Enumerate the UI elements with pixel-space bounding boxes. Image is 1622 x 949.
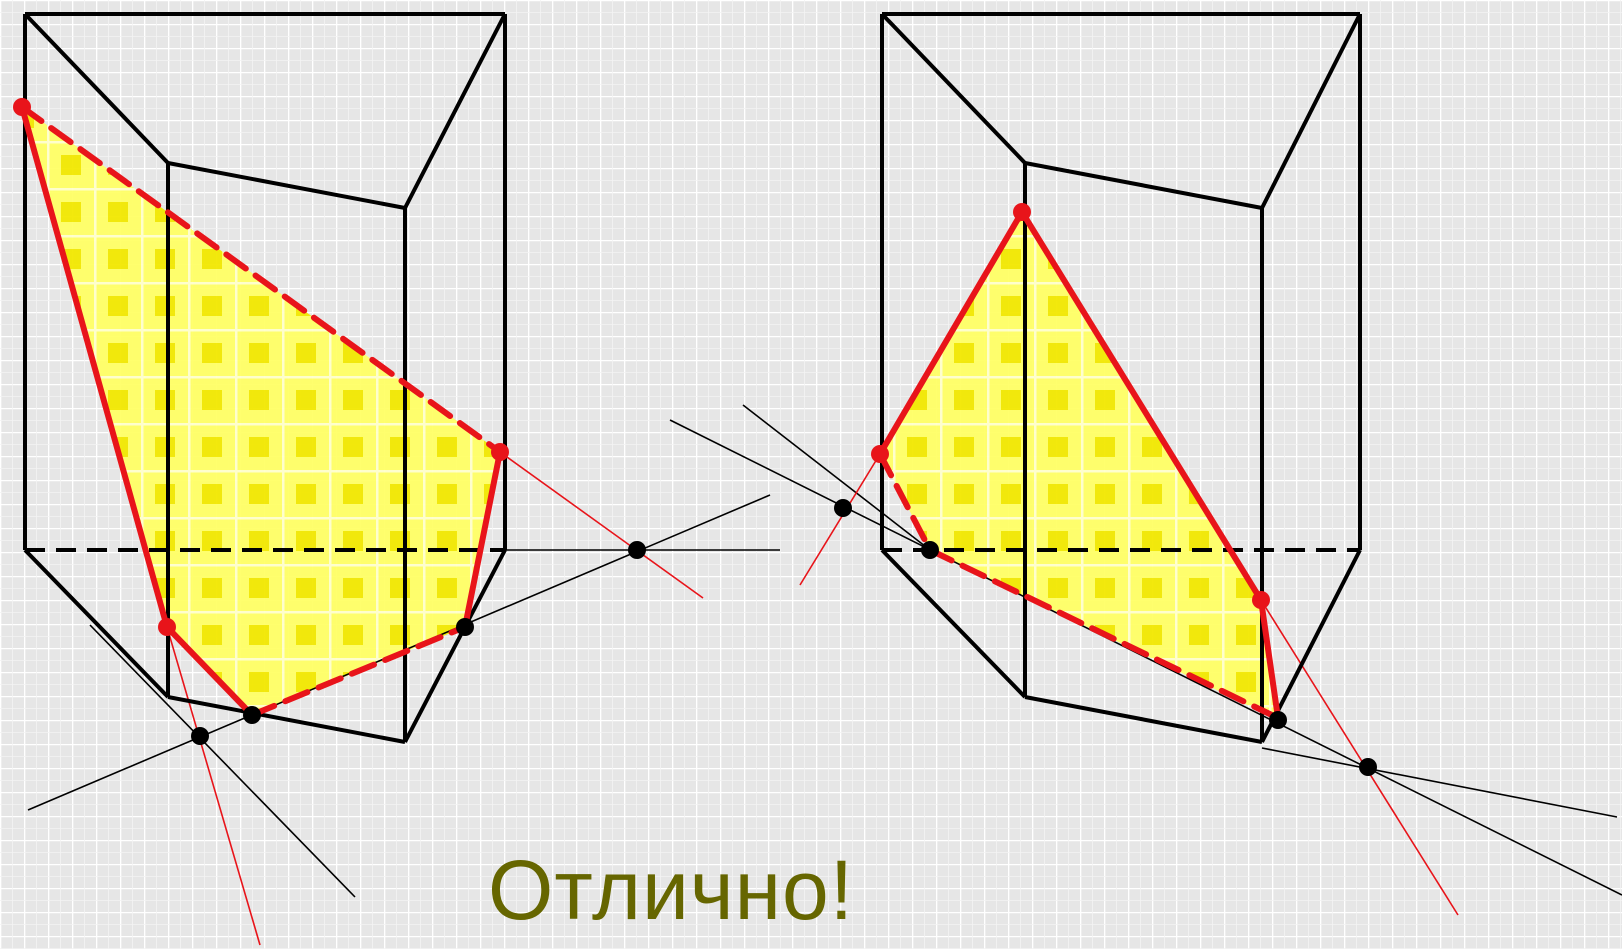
left-red-trace-1 <box>166 626 261 946</box>
left-bottom-right <box>403 549 507 743</box>
right-section-edge-3 <box>1258 597 1281 721</box>
left-section-edge-2 <box>164 624 255 718</box>
right-top-right <box>1260 13 1362 209</box>
left-section-edge-3 <box>462 449 503 630</box>
right-intersection-1 <box>834 499 852 517</box>
right-top-left <box>880 12 1027 165</box>
left-construction-line-2 <box>89 624 356 898</box>
feedback-caption: Отлично! <box>488 843 855 937</box>
right-point-bottom <box>1269 711 1287 729</box>
left-point-bottom <box>243 706 261 724</box>
right-bottom-front <box>1024 695 1263 744</box>
right-point-left <box>871 445 889 463</box>
right-point-right <box>1252 591 1270 609</box>
left-point-lower-left <box>158 618 176 636</box>
left-section-edge-5-hidden <box>249 624 468 718</box>
right-section-edge-4-hidden <box>877 451 933 553</box>
right-section-edge-1 <box>877 209 1025 457</box>
right-prism-figure <box>669 12 1622 916</box>
left-intersection-2 <box>628 541 646 559</box>
left-intersection-1 <box>191 727 209 745</box>
left-point-top <box>13 98 31 116</box>
right-bottom-left <box>880 548 1027 699</box>
right-construction-line-3 <box>1261 747 1618 818</box>
left-bottom-front <box>167 695 406 744</box>
left-top-right <box>403 13 507 209</box>
right-red-trace-2 <box>1260 599 1459 916</box>
right-section-edge-5-hidden <box>927 547 1281 721</box>
left-top-left <box>23 12 170 165</box>
right-top-front <box>1024 161 1263 210</box>
left-section-edge-4-hidden <box>19 104 503 455</box>
left-prism-figure <box>13 12 780 946</box>
left-point-bottom-right <box>456 618 474 636</box>
right-section-edge-2 <box>1019 209 1264 603</box>
left-top-front <box>167 161 406 210</box>
right-point-top <box>1013 203 1031 221</box>
right-point-base <box>921 541 939 559</box>
right-section-fill <box>880 212 1278 720</box>
left-bottom-left <box>23 548 170 699</box>
right-intersection-2 <box>1359 758 1377 776</box>
left-section-edge-1 <box>19 104 170 630</box>
left-section-fill <box>22 107 500 715</box>
right-construction-line-2 <box>742 404 931 551</box>
right-construction-line-1 <box>669 419 1622 896</box>
left-point-right <box>491 443 509 461</box>
left-red-trace-2 <box>499 451 704 599</box>
right-red-trace-1 <box>799 453 881 586</box>
